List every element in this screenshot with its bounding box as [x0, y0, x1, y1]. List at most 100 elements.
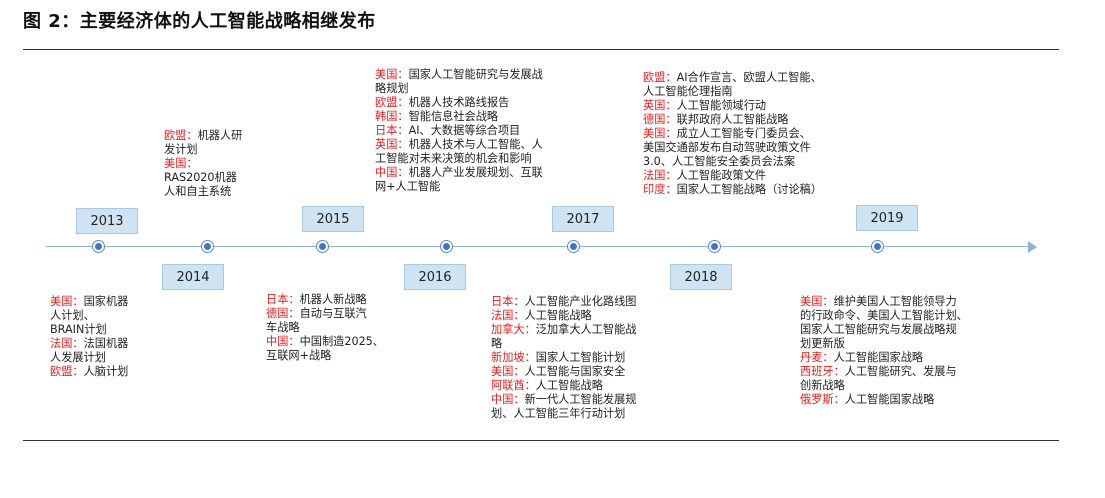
timeline-dot-2018	[708, 240, 721, 253]
event-text: 3.0、人工智能安全委员会法案	[643, 155, 796, 168]
event-line: 法国：人工智能战略	[491, 309, 661, 323]
event-line: 美国：人工智能与国家安全	[491, 365, 661, 379]
event-text: 人发展计划	[50, 351, 106, 364]
event-text: 略	[491, 337, 503, 350]
event-text: 人脑计划	[83, 365, 129, 378]
events-2014: 欧盟：机器人研发计划美国：RAS2020机器人和自主系统	[164, 129, 274, 199]
event-line: 创新战略	[800, 379, 1000, 393]
event-line: 车战略	[266, 321, 406, 335]
event-line: 俄罗斯：人工智能国家战略	[800, 393, 1000, 407]
event-text: 人工智能战略	[535, 379, 603, 392]
event-text: 中国制造2025、	[299, 335, 384, 348]
event-line: 网+人工智能	[375, 180, 575, 194]
event-text: 自动与互联汽	[299, 307, 367, 320]
event-line: 美国：维护美国人工智能领导力	[800, 295, 1000, 309]
country-label: 欧盟：	[164, 129, 198, 142]
country-label: 德国：	[266, 307, 300, 320]
event-line: 略	[491, 337, 661, 351]
country-label: 印度：	[643, 183, 677, 196]
country-label: 新加坡：	[491, 351, 536, 364]
year-label-2017: 2017	[552, 206, 614, 232]
event-line: 国家人工智能研究与发展战略规	[800, 323, 1000, 337]
country-label: 阿联酋：	[491, 379, 536, 392]
country-label: 韩国：	[375, 110, 409, 123]
event-text: 国家机器	[83, 295, 129, 308]
event-line: 加拿大：泛加拿大人工智能战	[491, 323, 661, 337]
event-line: 人计划、	[50, 309, 160, 323]
event-text: 智能信息社会战略	[408, 110, 499, 123]
year-label-2015: 2015	[302, 206, 364, 232]
event-text: 泛加拿大人工智能战	[535, 323, 637, 336]
country-label: 英国：	[375, 138, 409, 151]
country-label: 美国：	[491, 365, 525, 378]
events-2019: 美国：维护美国人工智能领导力的行政命令、美国人工智能计划、国家人工智能研究与发展…	[800, 295, 1000, 407]
country-label: 欧盟：	[50, 365, 84, 378]
event-line: 中国：机器人产业发展规划、互联	[375, 166, 575, 180]
event-line: 印度：国家人工智能战略（讨论稿）	[643, 183, 853, 197]
country-label: 日本：	[491, 295, 525, 308]
event-text: RAS2020机器	[164, 171, 237, 184]
bottom-rule	[23, 440, 1059, 441]
country-label: 美国：	[800, 295, 834, 308]
event-text: 发计划	[164, 143, 198, 156]
event-line: 人和自主系统	[164, 185, 274, 199]
timeline-arrow-icon	[1028, 241, 1037, 253]
event-text: 人工智能与国家安全	[524, 365, 626, 378]
timeline-dot-2019	[871, 240, 884, 253]
event-text: 划更新版	[800, 337, 845, 350]
country-label: 德国：	[643, 113, 677, 126]
timeline-axis	[46, 246, 1030, 247]
event-text: 美国交通部发布自动驾驶政策文件	[643, 141, 811, 154]
country-label: 美国：	[643, 127, 677, 140]
event-line: 美国：成立人工智能专门委员会、	[643, 127, 853, 141]
event-text: 互联网+战略	[266, 349, 332, 362]
event-line: 韩国：智能信息社会战略	[375, 110, 575, 124]
event-line: 新加坡：国家人工智能计划	[491, 351, 661, 365]
event-line: 美国：国家机器	[50, 295, 160, 309]
event-line: 划更新版	[800, 337, 1000, 351]
event-line: 丹麦：人工智能国家战略	[800, 351, 1000, 365]
event-text: 人工智能研究、发展与	[844, 365, 957, 378]
country-label: 西班牙：	[800, 365, 845, 378]
event-line: 人工智能伦理指南	[643, 85, 853, 99]
event-line: 3.0、人工智能安全委员会法案	[643, 155, 853, 169]
event-text: 机器人产业发展规划、互联	[408, 166, 543, 179]
timeline-dot-2014	[201, 240, 214, 253]
event-text: 人工智能领域行动	[676, 99, 767, 112]
event-line: 法国：人工智能政策文件	[643, 169, 853, 183]
event-text: 国家人工智能研究与发展战	[408, 68, 543, 81]
year-label-2019: 2019	[856, 205, 918, 231]
country-label: 中国：	[491, 393, 525, 406]
event-text: 创新战略	[800, 379, 845, 392]
event-text: 机器人研	[197, 129, 243, 142]
event-line: 德国：联邦政府人工智能战略	[643, 113, 853, 127]
country-label: 俄罗斯：	[800, 393, 845, 406]
event-text: 人工智能战略	[524, 309, 592, 322]
timeline-dot-2017	[567, 240, 580, 253]
event-text: 联邦政府人工智能战略	[676, 113, 789, 126]
top-rule	[23, 49, 1059, 50]
event-text: 人计划、	[50, 309, 95, 322]
country-label: 欧盟：	[643, 71, 677, 84]
event-text: 网+人工智能	[375, 180, 441, 193]
event-line: 的行政命令、美国人工智能计划、	[800, 309, 1000, 323]
event-line: RAS2020机器	[164, 171, 274, 185]
events-2013: 美国：国家机器人计划、BRAIN计划法国：法国机器人发展计划欧盟：人脑计划	[50, 295, 160, 379]
country-label: 法国：	[491, 309, 525, 322]
event-text: 车战略	[266, 321, 300, 334]
event-text: 划、人工智能三年行动计划	[491, 407, 626, 420]
event-text: AI、大数据等综合项目	[408, 124, 521, 137]
event-line: BRAIN计划	[50, 323, 160, 337]
event-text: AI合作宣言、欧盟人工智能、	[676, 71, 822, 84]
country-label: 法国：	[50, 337, 84, 350]
event-text: 人工智能伦理指南	[643, 85, 733, 98]
event-text: 人工智能政策文件	[676, 169, 767, 182]
event-line: 欧盟：人脑计划	[50, 365, 160, 379]
event-line: 阿联酋：人工智能战略	[491, 379, 661, 393]
country-label: 美国：	[375, 68, 409, 81]
country-label: 日本：	[375, 124, 409, 137]
event-text: 机器人技术与人工智能、人	[408, 138, 543, 151]
year-label-2013: 2013	[76, 208, 138, 234]
event-line: 德国：自动与互联汽	[266, 307, 406, 321]
event-line: 欧盟：机器人技术路线报告	[375, 96, 575, 110]
